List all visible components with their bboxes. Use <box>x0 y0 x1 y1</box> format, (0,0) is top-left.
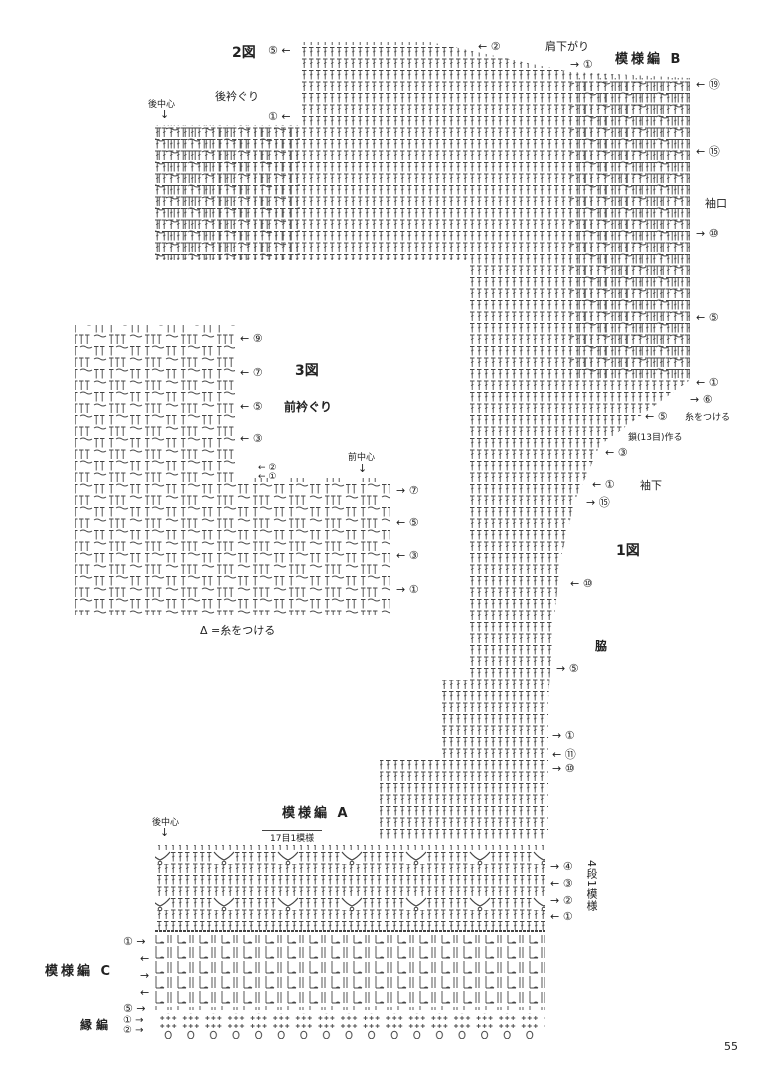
chain-make-label: 鎖(13目)作る <box>628 433 683 443</box>
row-marker: → ① <box>552 729 575 742</box>
down-arrow-icon: ↓ <box>160 108 170 121</box>
row-marker: ← ① <box>696 376 719 389</box>
attach-note: Δ =糸をつける <box>200 624 276 637</box>
repeat-17-label: 17目1模様 <box>262 830 323 844</box>
row-marker: ← <box>140 952 150 965</box>
front-neck-label: 前衿ぐり <box>284 400 333 414</box>
row-marker: ← ③ <box>605 446 628 459</box>
pattern-a-label: 模様編 A <box>282 806 351 821</box>
row-marker: → ⑩ <box>552 762 575 775</box>
pattern-b-label: 模様編 B <box>615 52 684 67</box>
row-marker: ← ③ <box>240 432 263 445</box>
four-rows-repeat-label: 4段1模様 <box>585 860 598 912</box>
pattern-a-chart <box>155 845 545 930</box>
row-marker: ← ⑩ <box>570 577 593 590</box>
fig2-title: 2図 <box>232 45 256 61</box>
row-marker: → ⑩ <box>696 227 719 240</box>
fig3-front-chart <box>75 325 390 615</box>
pattern-c-label: 模様編 C <box>45 964 114 979</box>
pattern-b-mesh <box>570 78 690 378</box>
row-marker: → ⑮ <box>586 496 610 509</box>
row-marker: ← ② <box>258 463 277 473</box>
row-marker: ← ⑤ <box>240 400 263 413</box>
down-arrow-icon: ↓ <box>358 462 368 475</box>
shoulder-slope-label: 肩下がり <box>545 40 589 53</box>
back-center-label: 後中心 <box>148 100 176 110</box>
row-marker: ← ⑮ <box>696 145 720 158</box>
row-marker: ← ⑤ <box>396 516 419 529</box>
row-marker: ← ⑨ <box>240 332 263 345</box>
row-marker: ← ⑲ <box>696 78 720 91</box>
page-number: 55 <box>724 1040 738 1053</box>
row-marker: → ⑥ <box>690 393 713 406</box>
row-marker: ② → <box>123 1025 144 1036</box>
fig1-title: 1図 <box>616 543 640 559</box>
fig3-title: 3図 <box>295 363 319 379</box>
side-label: 脇 <box>595 639 608 653</box>
row-marker: ← ⑪ <box>552 748 576 761</box>
row-marker: ① ← <box>268 110 291 123</box>
row-marker: → ① <box>570 58 593 71</box>
row-marker: ← ③ <box>396 549 419 562</box>
row-marker: → ④ <box>550 860 573 873</box>
back-center-label-2: 後中心 <box>152 818 180 828</box>
row-marker: ← ① <box>592 478 615 491</box>
back-neck-label: 後衿ぐり <box>215 90 259 103</box>
row-marker: → ② <box>550 894 573 907</box>
row-marker: → ⑤ <box>556 662 579 675</box>
row-marker: ① → <box>123 1015 144 1026</box>
front-center-label: 前中心 <box>348 453 376 463</box>
row-marker: ← ⑦ <box>240 366 263 379</box>
row-marker: ⑤ ← <box>268 44 291 57</box>
row-marker: ← ③ <box>550 877 573 890</box>
pattern-c-chart <box>155 935 545 1010</box>
row-marker: ① → <box>123 935 146 948</box>
sleeve-under-label: 袖下 <box>640 479 662 492</box>
row-marker: → ① <box>396 583 419 596</box>
edging-chart <box>155 1013 545 1039</box>
row-marker: → <box>140 969 150 982</box>
attach-yarn-label: 糸をつける <box>685 413 731 423</box>
row-marker: → ⑦ <box>396 484 419 497</box>
cuff-label: 袖口 <box>705 197 727 210</box>
row-marker: ← ⑤ <box>696 311 719 324</box>
row-marker: ← ① <box>550 910 573 923</box>
row-marker: ⑤ → <box>123 1002 146 1015</box>
edging-label: 縁編 <box>80 1018 113 1032</box>
back-neck-mesh <box>155 125 300 260</box>
down-arrow-icon: ↓ <box>160 826 170 839</box>
row-marker: ← ① <box>258 472 277 482</box>
row-marker: ← ⑤ <box>645 410 668 423</box>
row-marker: ← <box>140 986 150 999</box>
row-marker: ← ② <box>478 40 501 53</box>
